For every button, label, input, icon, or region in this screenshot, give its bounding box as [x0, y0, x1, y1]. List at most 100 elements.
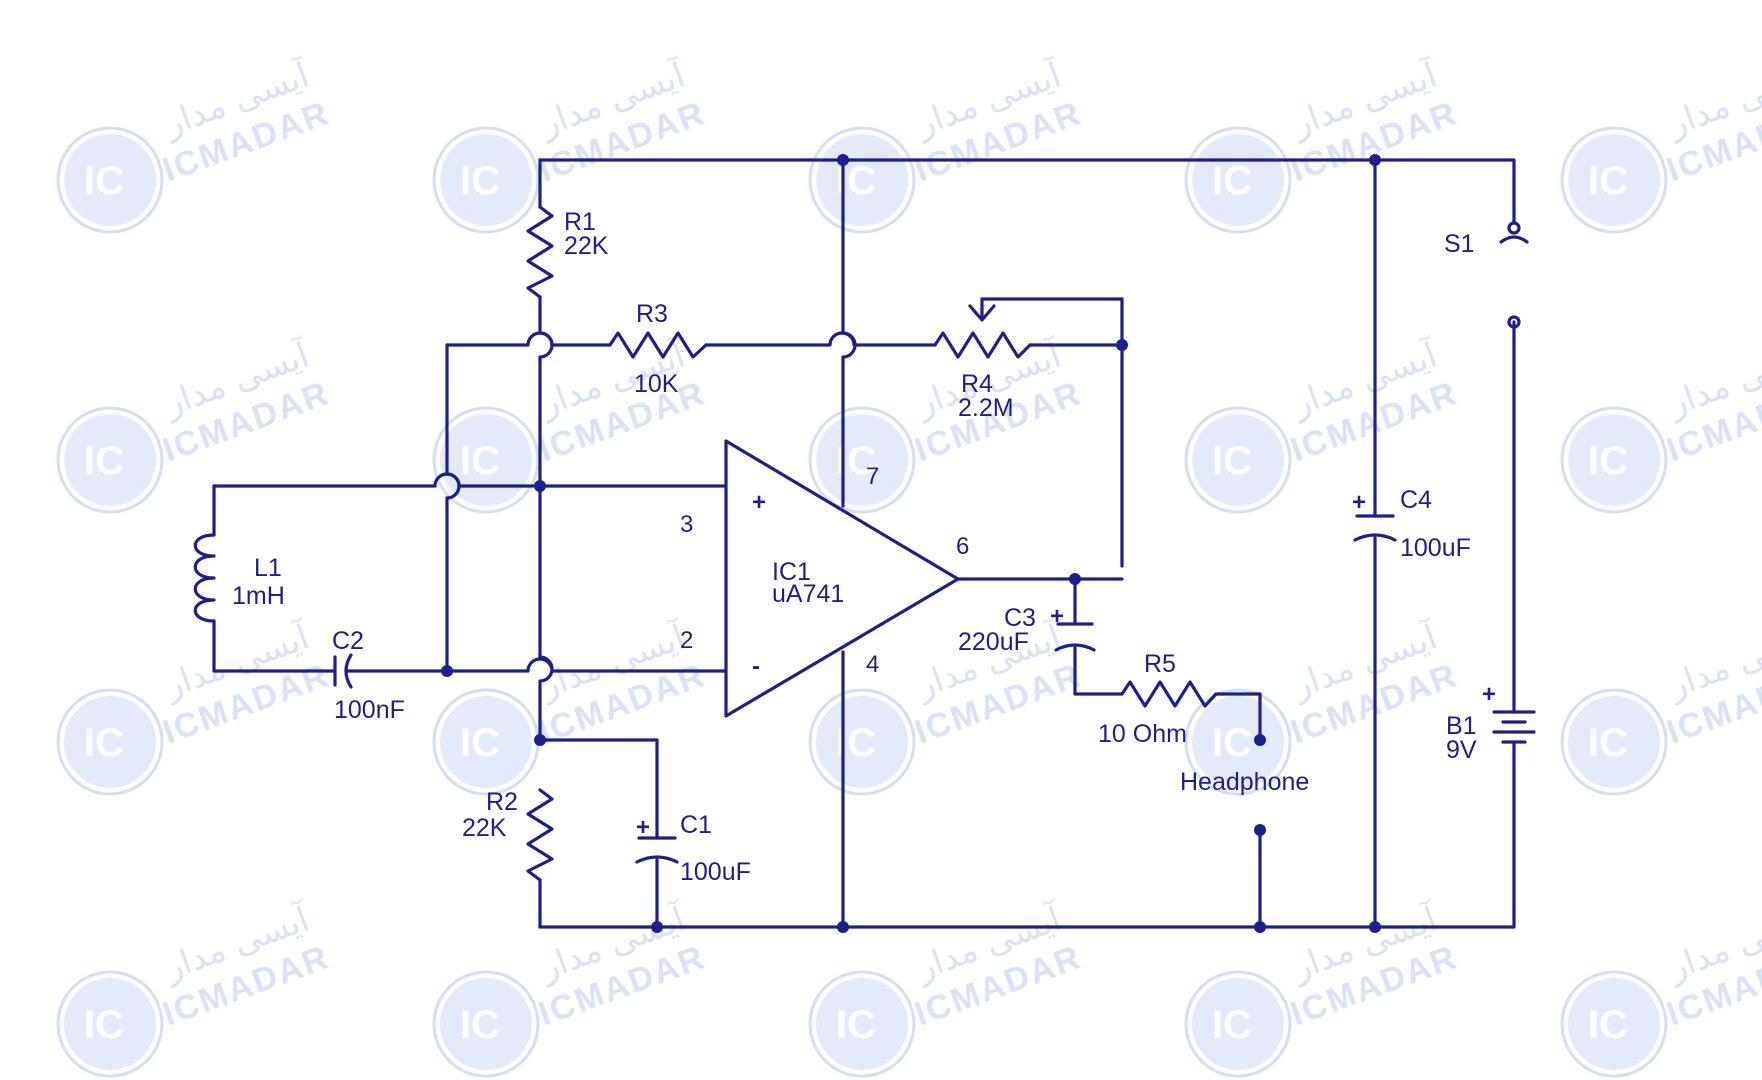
- opamp-ic1: [724, 439, 960, 718]
- headphone-terminal-bottom: [1254, 824, 1266, 836]
- headphone-label: Headphone: [1180, 768, 1309, 796]
- pin-7-label: 7: [866, 463, 879, 490]
- watermark-ring: [1184, 970, 1292, 1078]
- bottom-rail: [538, 751, 1516, 929]
- r2-name: R2: [486, 788, 518, 816]
- watermark-circle: [440, 978, 532, 1070]
- r3-value: 10K: [634, 370, 679, 398]
- watermark-ring: [808, 970, 916, 1078]
- l1-value: 1mH: [232, 582, 285, 610]
- wires: [212, 158, 1516, 929]
- watermark-ring: [808, 406, 916, 514]
- watermark-circle: [64, 414, 156, 506]
- wire-inverting: [212, 657, 728, 673]
- wire-left-vertical: [445, 343, 461, 673]
- c3-value: 220uF: [958, 628, 1029, 656]
- wire-c3-bottom: [1073, 646, 1124, 696]
- wire-c1-top: [538, 738, 659, 840]
- watermark-circle: [1192, 134, 1284, 226]
- pin-3-label: 3: [680, 511, 693, 538]
- watermark-circle: [1568, 414, 1660, 506]
- b1-value: 9V: [1446, 736, 1477, 764]
- watermark-ic-text: IC: [460, 439, 500, 483]
- watermark-ring: [432, 126, 540, 234]
- watermark-circle: [1192, 414, 1284, 506]
- watermark-ic-text: IC: [84, 721, 124, 765]
- watermark-circle: [1192, 978, 1284, 1070]
- watermark-circle: [816, 978, 908, 1070]
- resistor-r5: [1120, 680, 1218, 708]
- ic1-value: uA741: [772, 580, 844, 608]
- switch-s1-blade: [1499, 235, 1529, 244]
- junction-dot: [534, 734, 546, 746]
- watermark-circle: [64, 696, 156, 788]
- watermark-ring: [432, 406, 540, 514]
- c1-value: 100uF: [680, 858, 751, 886]
- watermark-ic-text: IC: [1588, 1003, 1628, 1047]
- watermark-ring: [56, 970, 164, 1078]
- watermark-circle: [1568, 134, 1660, 226]
- r1-name: R1: [564, 208, 596, 236]
- r4-wiper-arrow: [968, 304, 996, 322]
- watermark-ic-text: IC: [460, 721, 500, 765]
- resistor-r2: [526, 788, 554, 882]
- watermark-ring: [1560, 970, 1668, 1078]
- resistor-r3: [608, 331, 708, 359]
- r4-value: 2.2M: [958, 394, 1014, 422]
- capacitor-c2-plate-b: [344, 653, 353, 689]
- junction-dot: [837, 154, 849, 166]
- opamp-noninverting-sign: +: [752, 489, 766, 516]
- watermark-circle: [816, 414, 908, 506]
- c3-name: C3: [1004, 604, 1036, 632]
- watermark-ic-text: IC: [84, 439, 124, 483]
- watermark-ic-text: IC: [84, 159, 124, 203]
- watermark-ic-text: IC: [460, 159, 500, 203]
- watermark-ic-text: IC: [1588, 159, 1628, 203]
- junction-dot: [837, 921, 849, 933]
- c1-name: C1: [680, 811, 712, 839]
- watermark-ring: [808, 688, 916, 796]
- junctions: [441, 154, 1381, 933]
- watermark-circle: [816, 696, 908, 788]
- opamp-inverting-sign: -: [752, 653, 760, 680]
- r2-value: 22K: [462, 814, 507, 842]
- r5-name: R5: [1144, 650, 1176, 678]
- switch-s1-contact-bottom: [1507, 315, 1521, 329]
- wire-r4-wiper: [980, 297, 1124, 568]
- wire-r3-r4: [445, 331, 1124, 347]
- watermark-ring: [56, 126, 164, 234]
- c2-name: C2: [332, 627, 364, 655]
- wire-r5-out: [1214, 692, 1262, 742]
- c4-value: 100uF: [1400, 534, 1471, 562]
- resistor-r1: [526, 205, 554, 299]
- resistor-r4: [933, 331, 1032, 359]
- watermark-ring: [432, 970, 540, 1078]
- watermark-circle: [440, 134, 532, 226]
- watermark-ic-text: IC: [1212, 1003, 1252, 1047]
- pin-6-label: 6: [956, 533, 969, 560]
- watermark-ring: [1184, 406, 1292, 514]
- watermark-ic-text: IC: [1588, 721, 1628, 765]
- pin-2-label: 2: [680, 627, 693, 654]
- watermark-ring: [56, 688, 164, 796]
- watermark-ic-text: IC: [836, 1003, 876, 1047]
- b1-polarity: +: [1482, 681, 1496, 708]
- b1-name: B1: [1446, 712, 1477, 740]
- watermark-ring: [1560, 126, 1668, 234]
- s1-name: S1: [1444, 230, 1475, 258]
- junction-dot: [1369, 921, 1381, 933]
- watermark-ring: [808, 126, 916, 234]
- r1-value: 22K: [564, 232, 609, 260]
- top-rail: [538, 158, 1516, 224]
- junction-dot: [534, 480, 546, 492]
